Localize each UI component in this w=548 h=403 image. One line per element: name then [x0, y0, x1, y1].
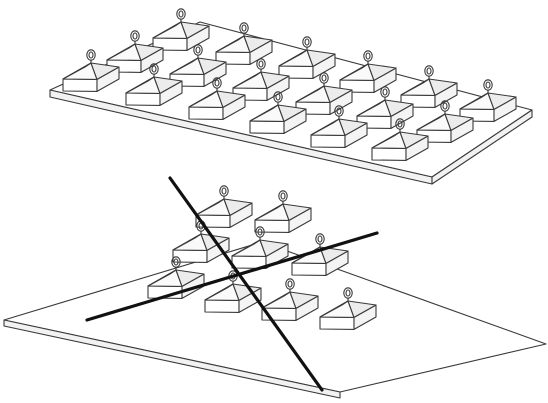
weight-block	[62, 49, 120, 92]
lifting-eye-icon	[343, 287, 353, 301]
lifting-eye-icon	[363, 50, 373, 64]
weight-block	[371, 118, 429, 161]
weight-block	[319, 287, 377, 330]
lifting-eye-icon	[315, 233, 325, 247]
weight-block	[400, 65, 458, 108]
lifting-eye-icon	[285, 278, 295, 292]
lifting-eye-icon	[273, 91, 283, 105]
lifting-eye-icon	[193, 44, 203, 58]
lifting-eye-icon	[212, 77, 222, 91]
cross-line-shallow	[85, 231, 379, 322]
lifting-eye-icon	[380, 86, 390, 100]
upper-weight-blocks	[62, 8, 517, 161]
lifting-eye-icon	[176, 8, 186, 22]
lifting-eye-icon	[219, 185, 229, 199]
weight-block	[310, 105, 368, 148]
lifting-eye-icon	[319, 72, 329, 86]
weight-block	[147, 256, 205, 299]
weight-block	[249, 91, 307, 134]
weight-block	[195, 185, 253, 228]
lifting-eye-icon	[334, 105, 344, 119]
weight-block	[125, 63, 183, 106]
lifting-eye-icon	[149, 63, 159, 77]
weight-block	[172, 220, 230, 263]
weight-block	[188, 77, 246, 120]
weight-block	[232, 58, 290, 101]
lifting-eye-icon	[424, 65, 434, 79]
lifting-eye-icon	[239, 22, 249, 36]
lifting-eye-icon	[278, 190, 288, 204]
cross-out-mark	[85, 176, 379, 392]
weight-block	[459, 79, 517, 122]
weight-block	[106, 30, 164, 73]
lifting-eye-icon	[256, 58, 266, 72]
weight-block	[231, 226, 289, 269]
lifting-eye-icon	[395, 118, 405, 132]
weight-block	[254, 190, 312, 233]
weight-block	[339, 50, 397, 93]
weight-block	[278, 36, 336, 79]
lower-weight-blocks	[147, 185, 377, 330]
weight-block	[169, 44, 227, 87]
lifting-eye-icon	[255, 226, 265, 240]
lifting-eye-icon	[86, 49, 96, 63]
upper-plate	[49, 21, 533, 185]
lifting-eye-icon	[171, 256, 181, 270]
lifting-eye-icon	[440, 100, 450, 114]
cross-line-steep	[168, 176, 324, 392]
weight-block	[416, 100, 474, 143]
lifting-eye-icon	[302, 36, 312, 50]
lifting-eye-icon	[483, 79, 493, 93]
lifting-eye-icon	[130, 30, 140, 44]
weight-block	[261, 278, 319, 321]
